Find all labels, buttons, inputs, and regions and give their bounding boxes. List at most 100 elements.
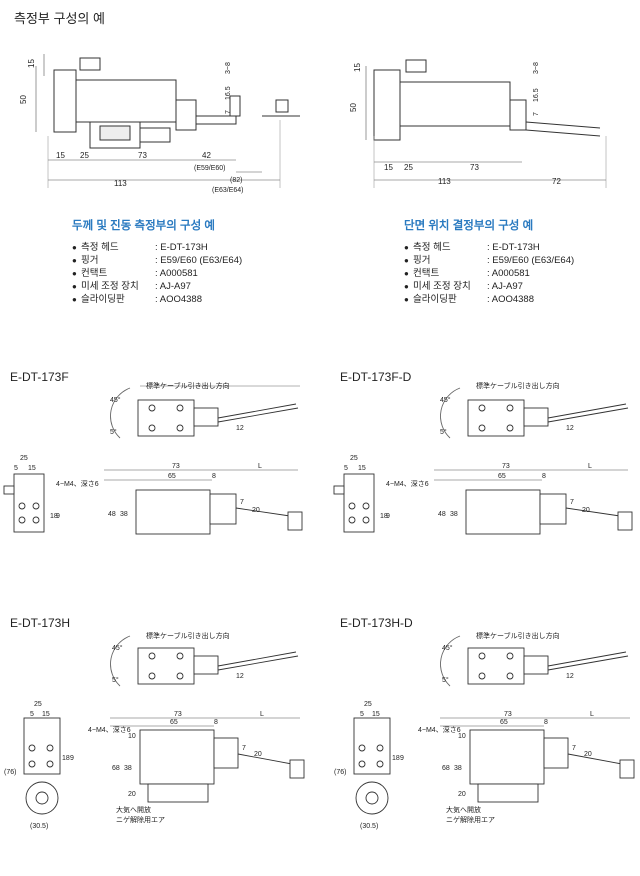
dim-38: 38 bbox=[124, 765, 132, 772]
spec-row: ●슬라이딩판: AOO4388 bbox=[404, 294, 535, 305]
dim-3-8: 3~8 bbox=[533, 62, 540, 74]
dim-8: 8 bbox=[214, 719, 218, 726]
angle-45: 45° bbox=[112, 644, 123, 652]
dim-3-8: 3~8 bbox=[225, 62, 232, 74]
dim-68: 68 bbox=[442, 765, 450, 772]
dim-42: 42 bbox=[202, 151, 211, 160]
dim-50: 50 bbox=[349, 103, 358, 112]
model-drawing-173h-d: 標準ケーブル引き出し方向 45° 5° 12 25 5 15 4−M4、深さ6 … bbox=[334, 631, 635, 830]
dim-73: 73 bbox=[470, 163, 479, 172]
air-note-2: ニゲ解除用エア bbox=[116, 815, 165, 824]
bullet-icon: ● bbox=[404, 282, 409, 291]
dim-9: 9 bbox=[56, 513, 60, 520]
model-label-173h-d: E-DT-173H-D bbox=[340, 616, 413, 630]
dim-8: 8 bbox=[212, 473, 216, 480]
dim-20-b: 20 bbox=[128, 791, 136, 798]
dim-20: 20 bbox=[252, 507, 260, 514]
dim-18: 18 bbox=[50, 513, 58, 520]
bullet-icon: ● bbox=[404, 256, 409, 265]
cable-note: 標準ケーブル引き出し方向 bbox=[146, 631, 230, 640]
hole-note: 4−M4、深さ6 bbox=[386, 479, 429, 488]
dim-5: 5 bbox=[344, 465, 348, 472]
dim-113: 113 bbox=[438, 177, 451, 186]
bullet-icon: ● bbox=[72, 282, 77, 291]
dim-L: L bbox=[258, 463, 262, 470]
bullet-icon: ● bbox=[72, 295, 77, 304]
angle-45: 45° bbox=[440, 396, 451, 404]
dim-73: 73 bbox=[138, 151, 147, 160]
angle-45: 45° bbox=[442, 644, 453, 652]
air-note-2: ニゲ解除用エア bbox=[446, 815, 495, 824]
dim-25: 25 bbox=[404, 163, 413, 172]
dim-68: 68 bbox=[112, 765, 120, 772]
dim-15-w: 15 bbox=[384, 163, 393, 172]
dim-15-h: 15 bbox=[27, 59, 36, 68]
air-note-1: 大気へ開放 bbox=[446, 805, 481, 814]
bullet-icon: ● bbox=[72, 256, 77, 265]
dim-7: 7 bbox=[570, 499, 574, 506]
spec-row: ●컨택트: A000581 bbox=[404, 268, 530, 279]
model-label-173h: E-DT-173H bbox=[10, 616, 71, 630]
hole-note: 4−M4、深さ6 bbox=[418, 725, 461, 734]
dim-15: 15 bbox=[28, 465, 36, 472]
dim-73: 73 bbox=[174, 711, 182, 718]
dim-20: 20 bbox=[584, 751, 592, 758]
spec-row: ●미세 조정 장치: AJ-A97 bbox=[72, 281, 191, 292]
cable-note: 標準ケーブル引き出し方向 bbox=[146, 381, 230, 390]
hole-note: 4−M4、深さ6 bbox=[56, 479, 99, 488]
example-subtitle-end-position: 단면 위치 결정부의 구성 예 bbox=[404, 220, 534, 232]
dim-25: 25 bbox=[34, 701, 42, 708]
dim-113: 113 bbox=[114, 179, 127, 188]
dim-L: L bbox=[260, 711, 264, 718]
cable-note: 標準ケーブル引き出し方向 bbox=[476, 381, 560, 390]
dim-50: 50 bbox=[19, 95, 28, 104]
dim-25: 25 bbox=[350, 455, 358, 462]
end-position-assembly-drawing: 50 15 15 25 73 113 72 3~8 16.5 7 bbox=[349, 59, 607, 188]
dim-82: (82) bbox=[230, 177, 242, 184]
bullet-icon: ● bbox=[404, 243, 409, 252]
spec-row: ●측정 헤드: E-DT-173H bbox=[72, 242, 208, 253]
model-label-173f-d: E-DT-173F-D bbox=[340, 370, 412, 384]
dim-20-b: 20 bbox=[458, 791, 466, 798]
spec-row: ●핑거: E59/E60 (E63/E64) bbox=[404, 255, 575, 266]
dim-5: 5 bbox=[14, 465, 18, 472]
dim-7: 7 bbox=[225, 110, 232, 114]
dim-7: 7 bbox=[572, 745, 576, 752]
dim-18: 18 bbox=[62, 755, 70, 762]
dim-15: 15 bbox=[372, 711, 380, 718]
dim-25: 25 bbox=[80, 151, 89, 160]
dim-25: 25 bbox=[364, 701, 372, 708]
dim-7: 7 bbox=[533, 112, 540, 116]
spec-row: ●미세 조정 장치: AJ-A97 bbox=[404, 281, 523, 292]
angle-5: 5° bbox=[440, 428, 447, 436]
dim-15-w: 15 bbox=[56, 151, 65, 160]
dim-e59: (E59/E60) bbox=[194, 165, 226, 172]
dim-20: 20 bbox=[582, 507, 590, 514]
model-drawing-173h: 標準ケーブル引き出し方向 45° 5° 12 25 5 15 4−M4、深さ6 … bbox=[4, 631, 305, 830]
angle-5: 5° bbox=[112, 676, 119, 684]
bullet-icon: ● bbox=[404, 269, 409, 278]
dim-9: 9 bbox=[70, 755, 74, 762]
angle-45: 45° bbox=[110, 396, 121, 404]
spec-row: ●슬라이딩판: AOO4388 bbox=[72, 294, 203, 305]
dim-72: 72 bbox=[552, 177, 561, 186]
cable-note: 標準ケーブル引き出し方向 bbox=[476, 631, 560, 640]
model-drawing-173f: 標準ケーブル引き出し方向 45° 5° 12 25 5 15 4−M4、深さ6 … bbox=[3, 381, 303, 535]
dim-7: 7 bbox=[242, 745, 246, 752]
dim-73: 73 bbox=[502, 463, 510, 470]
model-label-173f: E-DT-173F bbox=[10, 370, 69, 384]
dim-16-5: 16.5 bbox=[533, 88, 540, 102]
dim-8: 8 bbox=[542, 473, 546, 480]
dim-38: 38 bbox=[450, 511, 458, 518]
dim-76: (76) bbox=[334, 769, 346, 776]
spec-row: ●측정 헤드: E-DT-173H bbox=[404, 242, 540, 253]
dim-65: 65 bbox=[498, 473, 506, 480]
dim-12: 12 bbox=[236, 425, 244, 432]
angle-5: 5° bbox=[442, 676, 449, 684]
dim-12: 12 bbox=[236, 673, 244, 680]
dim-7: 7 bbox=[240, 499, 244, 506]
hole-note: 4−M4、深さ6 bbox=[88, 725, 131, 734]
dim-10: 10 bbox=[128, 733, 136, 740]
dim-65: 65 bbox=[170, 719, 178, 726]
dim-73: 73 bbox=[504, 711, 512, 718]
